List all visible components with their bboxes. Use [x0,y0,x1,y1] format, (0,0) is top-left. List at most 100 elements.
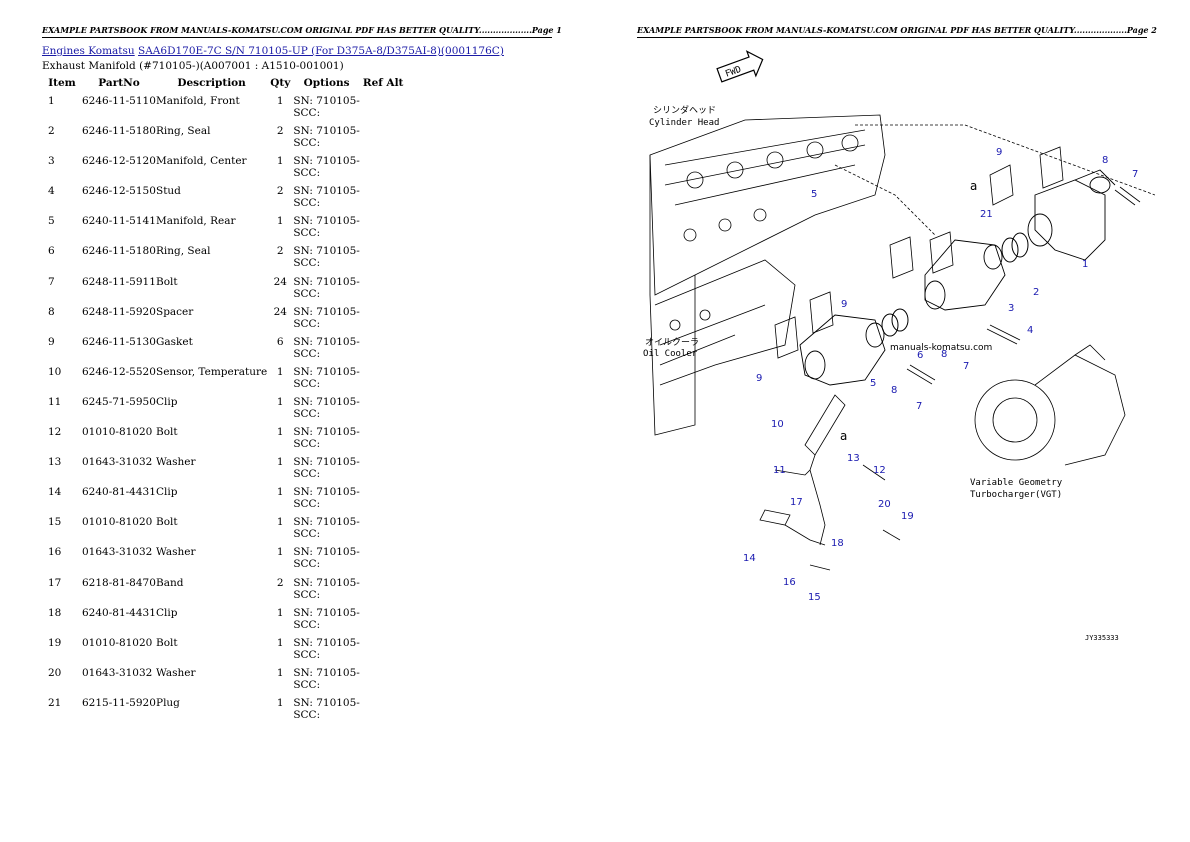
seal-ring-part [1011,232,1029,258]
page-title: Exhaust Manifold (#710105-)(A007001 : A1… [42,60,344,72]
cell-options: SN: 710105-SCC: [293,486,360,516]
callout-7c: 7 [916,401,922,412]
cell-options: SN: 710105-SCC: [293,215,360,245]
gasket-part [774,146,1064,359]
cell-qty: 2 [276,185,284,198]
callout-11: 11 [773,465,786,476]
options-text: SN: 710105- [293,275,360,288]
cell-ref-alt [360,577,407,607]
callout-13: 13 [847,453,860,464]
cell-item: 4 [48,185,55,198]
cell-qty: 24 [273,275,287,288]
cell-options: SN: 710105-SCC: [293,637,360,667]
cell-ref-alt [360,637,407,667]
seal-ring-part [1001,237,1019,263]
options-text: SN: 710105- [293,606,360,619]
cell-description: Bolt [156,275,178,288]
options-text: SCC: [293,257,321,270]
options-text: SCC: [293,468,321,481]
options-text: SN: 710105- [293,516,360,529]
cell-item: 11 [48,395,62,408]
callout-numbers: 1 2 3 4 5 6 7 7 7 8 8 8 9 9 9 5 10 11 12… [743,147,1138,603]
cell-ref-alt [360,185,407,215]
options-text: SN: 710105- [293,696,360,709]
cell-ref-alt [360,306,407,336]
cell-qty: 1 [276,95,284,107]
callout-7b: 7 [963,361,969,372]
cell-description: Washer [156,666,196,679]
callout-9: 9 [996,147,1002,158]
options-text: SCC: [293,438,321,451]
options-text: SCC: [293,347,321,360]
options-text: SN: 710105- [293,335,360,348]
cell-ref-alt [360,215,407,245]
cell-qty: 1 [276,395,284,408]
parts-table: Item PartNo Description Qty Options Ref … [42,76,406,727]
callout-6: 6 [917,350,923,361]
options-text: SCC: [293,558,321,571]
cell-qty: 1 [276,636,284,649]
exploded-parts-diagram: FWD シリンダヘッド Cylinder Head オイルクーラ Oil Coo… [643,50,1155,642]
cell-item: 2 [48,125,55,138]
cell-description: Plug [156,696,180,709]
cell-ref-alt [360,486,407,516]
cell-item: 21 [48,696,62,709]
options-text: SCC: [293,137,321,150]
cell-description: Stud [156,185,181,198]
cell-ref-alt [360,396,407,426]
options-text: SCC: [293,528,321,541]
cell-qty: 1 [276,696,284,709]
cell-qty: 1 [276,516,284,529]
cell-ref-alt [360,125,407,155]
cell-ref-alt [360,155,407,185]
cell-description: Bolt [156,426,178,439]
page-2: EXAMPLE PARTSBOOK FROM MANUALS-KOMATSU.C… [595,0,1190,842]
options-text: SCC: [293,377,321,390]
cell-qty: 1 [276,486,284,499]
callout-1: 1 [1082,259,1088,270]
page-header: EXAMPLE PARTSBOOK FROM MANUALS-KOMATSU.C… [42,25,562,38]
cylinder-head-block [649,114,1155,436]
cell-qty: 1 [276,215,284,228]
page-1: EXAMPLE PARTSBOOK FROM MANUALS-KOMATSU.C… [42,25,562,727]
cell-options: SN: 710105-SCC: [293,456,360,486]
options-text: SCC: [293,407,321,420]
cell-partno: 01643-31032 [82,456,153,469]
cell-options: SN: 710105-SCC: [293,336,360,366]
cell-partno: 6248-11-5920 [82,305,156,318]
cell-partno: 6246-11-5110 [82,95,156,107]
cell-item: 14 [48,486,62,499]
cell-partno: 6246-11-5180 [82,125,156,138]
cell-qty: 2 [276,245,284,258]
cell-item: 19 [48,636,62,649]
cell-description: Manifold, Center [156,155,247,168]
oil-cooler-jp-label: オイルクーラ [645,337,699,348]
cell-ref-alt [360,697,407,727]
breadcrumb-engines-link[interactable]: Engines Komatsu [42,45,135,57]
callout-3: 3 [1008,303,1014,314]
callout-4: 4 [1027,325,1033,336]
cell-partno: 01010-81020 [82,516,153,529]
cell-description: Ring, Seal [156,125,211,138]
col-partno: PartNo [98,77,140,89]
cell-partno: 01643-31032 [82,546,153,559]
cylinder-head-jp-label: シリンダヘッド [653,104,716,116]
cell-options: SN: 710105-SCC: [293,185,360,215]
options-text: SN: 710105- [293,576,360,589]
options-text: SCC: [293,287,321,300]
callout-19: 19 [901,511,914,522]
cell-item: 12 [48,426,62,439]
callout-5: 5 [870,378,876,389]
cell-ref-alt [360,456,407,486]
breadcrumb-model-link[interactable]: SAA6D170E-7C S/N 710105-UP (For D375A-8/… [138,45,504,57]
cell-qty: 1 [276,546,284,559]
cell-description: Clip [156,395,178,408]
cell-options: SN: 710105-SCC: [293,276,360,306]
